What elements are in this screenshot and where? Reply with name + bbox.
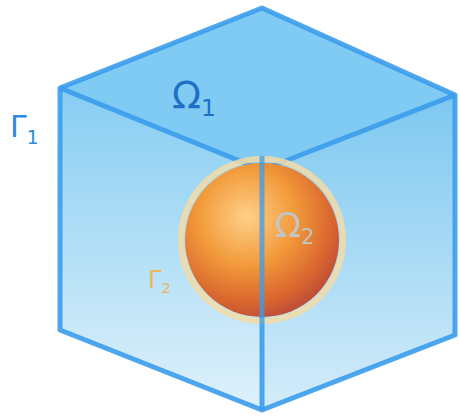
domain-label: Ω2 [275, 208, 314, 247]
boundary-label: Γ1 [10, 112, 39, 147]
sphere-domain-outline [178, 156, 346, 324]
sphere-domain: Ω2Γ2 [178, 156, 346, 324]
boundary-label: Γ2 [148, 268, 171, 296]
cube-domain: Ω1Γ1Ω2Γ2 [55, 4, 459, 414]
domain-label: Ω1 [172, 76, 216, 121]
